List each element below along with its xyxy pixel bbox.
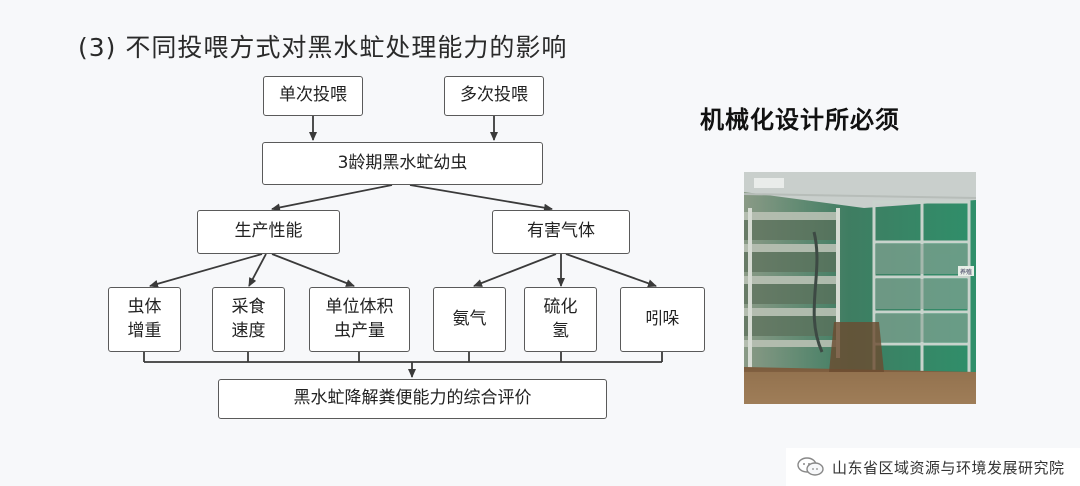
node-multi-feed: 多次投喂 bbox=[444, 76, 544, 116]
larvae-rearing-rack-photo: 养殖 bbox=[744, 172, 976, 404]
node-larvae: 3龄期黑水虻幼虫 bbox=[262, 142, 543, 185]
watermark-text: 山东省区域资源与环境发展研究院 bbox=[832, 458, 1065, 477]
wechat-icon bbox=[797, 457, 824, 476]
node-harmful-gas: 有害气体 bbox=[492, 210, 630, 254]
node-single-feed: 单次投喂 bbox=[263, 76, 363, 116]
arrow-gas-to-ammonia bbox=[473, 253, 557, 287]
arrow-gas-to-indole bbox=[565, 253, 657, 288]
arrow-larvae-to-gas bbox=[409, 184, 553, 212]
photo-sign-text: 养殖 bbox=[960, 268, 972, 276]
slide-title: (3) 不同投喂方式对黑水虻处理能力的影响 bbox=[78, 33, 568, 62]
arrow-production-to-weight bbox=[149, 253, 263, 288]
arrow-production-to-yield bbox=[271, 253, 355, 287]
source-watermark: 山东省区域资源与环境发展研究院 bbox=[786, 448, 1080, 486]
arrow-production-to-speed bbox=[248, 253, 267, 287]
node-weight-gain: 虫体 增重 bbox=[108, 287, 181, 352]
node-production: 生产性能 bbox=[197, 210, 340, 254]
node-indole: 吲哚 bbox=[620, 287, 705, 352]
node-feeding-speed: 采食 速度 bbox=[212, 287, 285, 352]
node-ammonia: 氨气 bbox=[433, 287, 506, 352]
arrow-larvae-to-production bbox=[271, 184, 393, 212]
node-unit-volume-yield: 单位体积 虫产量 bbox=[309, 287, 410, 352]
node-evaluation: 黑水虻降解粪便能力的综合评价 bbox=[218, 379, 607, 419]
node-hydrogen-sulfide: 硫化 氢 bbox=[524, 287, 597, 352]
side-title: 机械化设计所必须 bbox=[700, 106, 900, 134]
